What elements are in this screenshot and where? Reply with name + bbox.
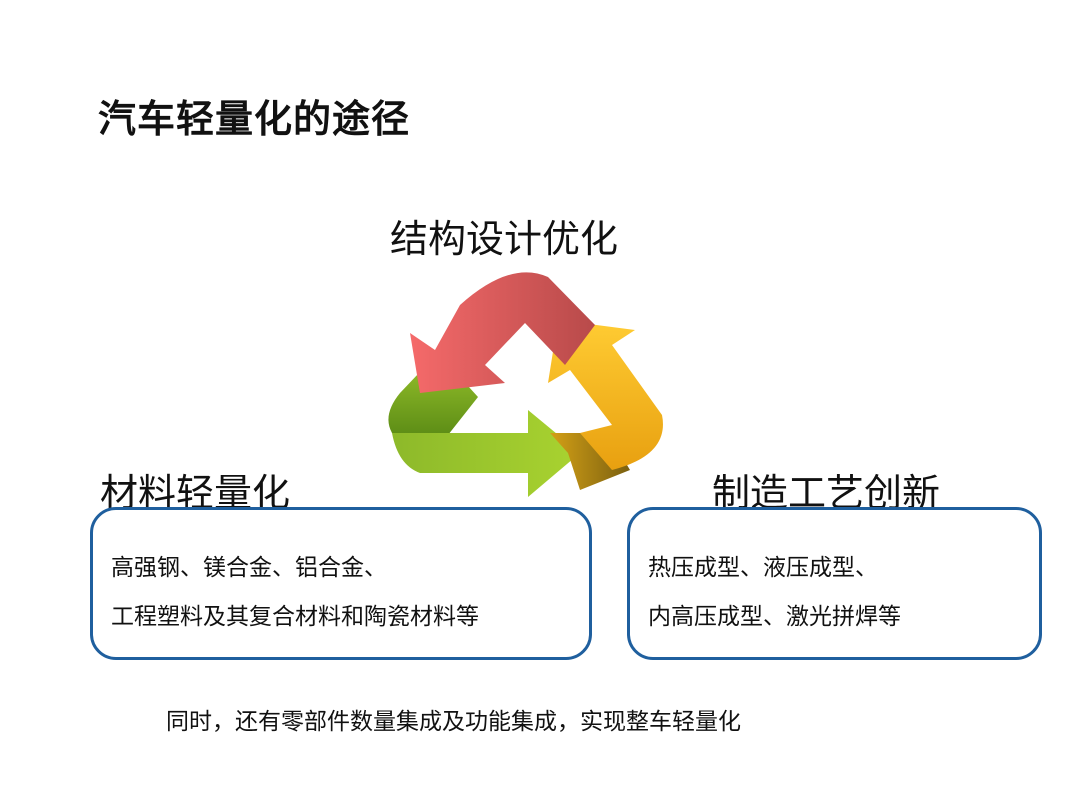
- red-arrow: [410, 272, 595, 393]
- material-box: 高强钢、镁合金、铝合金、 工程塑料及其复合材料和陶瓷材料等: [90, 507, 592, 660]
- label-structure-design: 结构设计优化: [390, 217, 619, 261]
- recycle-cycle-diagram: [388, 272, 663, 497]
- process-box-line-2: 内高压成型、激光拼焊等: [648, 604, 901, 630]
- material-box-line-1: 高强钢、镁合金、铝合金、: [111, 555, 387, 581]
- page-title: 汽车轻量化的途径: [98, 97, 411, 141]
- material-box-line-2: 工程塑料及其复合材料和陶瓷材料等: [111, 604, 479, 630]
- yellow-arrow: [548, 320, 663, 470]
- green-arrow: [392, 410, 580, 497]
- process-box-line-1: 热压成型、液压成型、: [648, 555, 878, 581]
- process-box: 热压成型、液压成型、 内高压成型、激光拼焊等: [627, 507, 1042, 660]
- footer-note: 同时，还有零部件数量集成及功能集成，实现整车轻量化: [166, 709, 741, 735]
